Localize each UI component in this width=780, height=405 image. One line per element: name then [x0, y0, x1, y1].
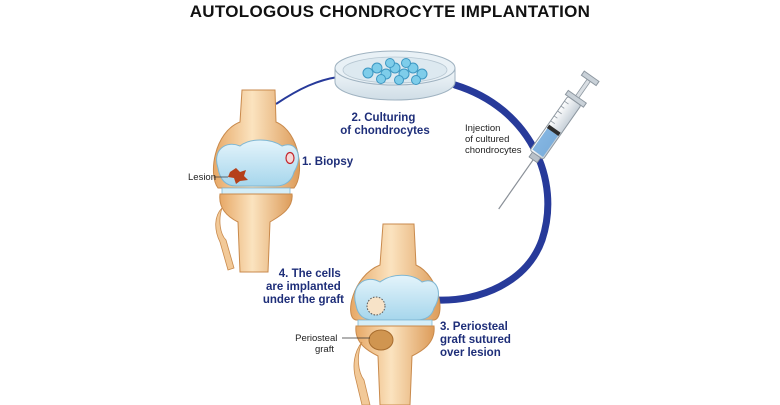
- step-4-label: 4. The cells are implanted under the gra…: [263, 268, 344, 306]
- step-3-label: 3. Periosteal graft sutured over lesion: [440, 321, 514, 359]
- diagram-title: AUTOLOGOUS CHONDROCYTE IMPLANTATION: [189, 2, 591, 21]
- step-1-label: 1. Biopsy: [302, 156, 354, 168]
- periosteal-graft-patch: [368, 329, 394, 351]
- periosteal-graft-label: Periosteal graft: [295, 333, 340, 355]
- sutured-graft: [366, 296, 386, 316]
- knee-graft: [342, 223, 441, 405]
- lesion-label: Lesion: [188, 172, 216, 183]
- syringe: [498, 70, 600, 210]
- knee-biopsy: [212, 89, 300, 273]
- petri-dish: [334, 50, 456, 101]
- injection-label: Injection of cultured chondrocytes: [465, 123, 522, 156]
- lesion-mark: [228, 168, 248, 184]
- chondrocyte-cells: [362, 58, 428, 85]
- cycle-arrow: [275, 76, 552, 304]
- step-2-label: 2. Culturing of chondrocytes: [340, 112, 429, 137]
- biopsy-site: [285, 151, 295, 165]
